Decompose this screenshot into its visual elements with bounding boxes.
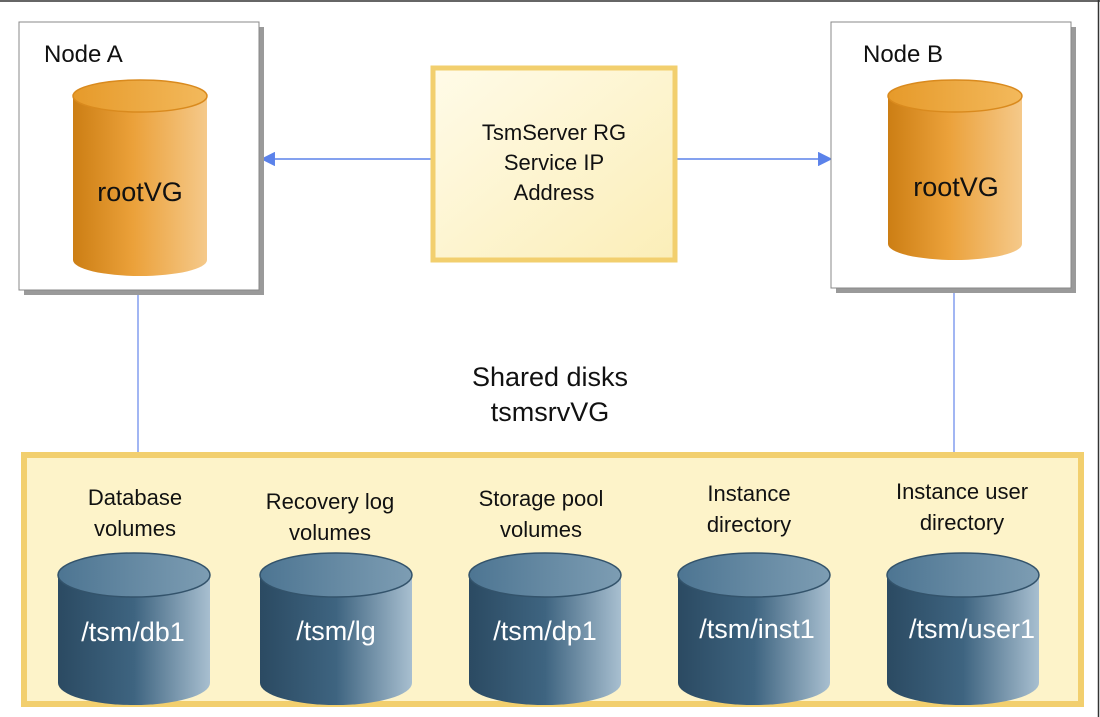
instance-directory-disk-icon-top	[677, 552, 831, 598]
volume-caption-line-1: Database	[87, 485, 183, 510]
node-b-disk-label: rootVG	[913, 172, 999, 202]
instance-directory-disk-icon-body	[678, 575, 830, 705]
root-disk-node-a-icon-body	[73, 96, 207, 276]
volume-path-log: /tsm/lg	[296, 616, 376, 646]
node-b-title: Node B	[863, 41, 944, 68]
shared-disks-heading: Shared disks	[471, 362, 629, 392]
resource-group-line-2: Service IP	[503, 150, 605, 175]
volume-caption-line-2: directory	[706, 512, 792, 537]
volume-path-db: /tsm/db1	[81, 617, 185, 647]
volume-caption-db: Database volumes	[60, 482, 210, 544]
volume-caption-log: Recovery log volumes	[255, 486, 405, 548]
node-a-disk-label: rootVG	[97, 177, 183, 207]
volume-caption-pool: Storage pool volumes	[466, 483, 616, 545]
root-disk-node-a-icon	[72, 79, 208, 276]
resource-group-label: TsmServer RG Service IP Address	[436, 118, 672, 208]
volume-path-instance: /tsm/inst1	[699, 614, 815, 644]
volume-caption-line-1: Instance	[707, 481, 791, 506]
volume-caption-line-2: volumes	[500, 517, 582, 542]
database-volume-disk-icon-top	[57, 552, 211, 598]
volume-path-user: /tsm/user1	[908, 614, 1036, 644]
shared-disks-title: Shared disks tsmsrvVG	[410, 360, 690, 430]
recovery-log-disk-icon-top	[259, 552, 413, 598]
volume-caption-instance: Instance directory	[674, 478, 824, 540]
database-volume-disk-icon	[57, 552, 211, 705]
resource-group-box	[430, 65, 678, 263]
volume-caption-user: Instance user directory	[877, 476, 1047, 538]
storage-pool-disk-icon	[468, 552, 622, 705]
volume-caption-line-1: Storage pool	[478, 486, 604, 511]
root-disk-node-b-icon	[887, 79, 1023, 260]
shared-volume-group-name: tsmsrvVG	[490, 397, 610, 427]
volume-caption-line-2: directory	[919, 510, 1005, 535]
storage-pool-disk-icon-top	[468, 552, 622, 598]
user-directory-disk-icon-top	[886, 552, 1040, 598]
user-directory-disk-icon-body	[887, 575, 1039, 705]
instance-directory-disk-icon	[677, 552, 831, 705]
database-volume-disk-icon-body	[58, 575, 210, 705]
resource-group-line-1: TsmServer RG	[481, 120, 627, 145]
resource-group-line-3: Address	[513, 180, 595, 205]
user-directory-disk-icon	[886, 552, 1040, 705]
volume-caption-line-2: volumes	[289, 520, 371, 545]
root-disk-node-b-icon-top	[887, 79, 1023, 113]
volume-caption-line-2: volumes	[94, 516, 176, 541]
storage-pool-disk-icon-body	[469, 575, 621, 705]
disk-layer	[57, 79, 1040, 705]
recovery-log-disk-icon-body	[260, 575, 412, 705]
volume-caption-line-1: Recovery log	[265, 489, 395, 514]
node-a-title: Node A	[44, 41, 123, 68]
root-disk-node-a-icon-top	[72, 79, 208, 113]
volume-caption-line-1: Instance user	[895, 479, 1029, 504]
volume-path-pool: /tsm/dp1	[493, 616, 597, 646]
recovery-log-disk-icon	[259, 552, 413, 705]
root-disk-node-b-icon-body	[888, 96, 1022, 260]
